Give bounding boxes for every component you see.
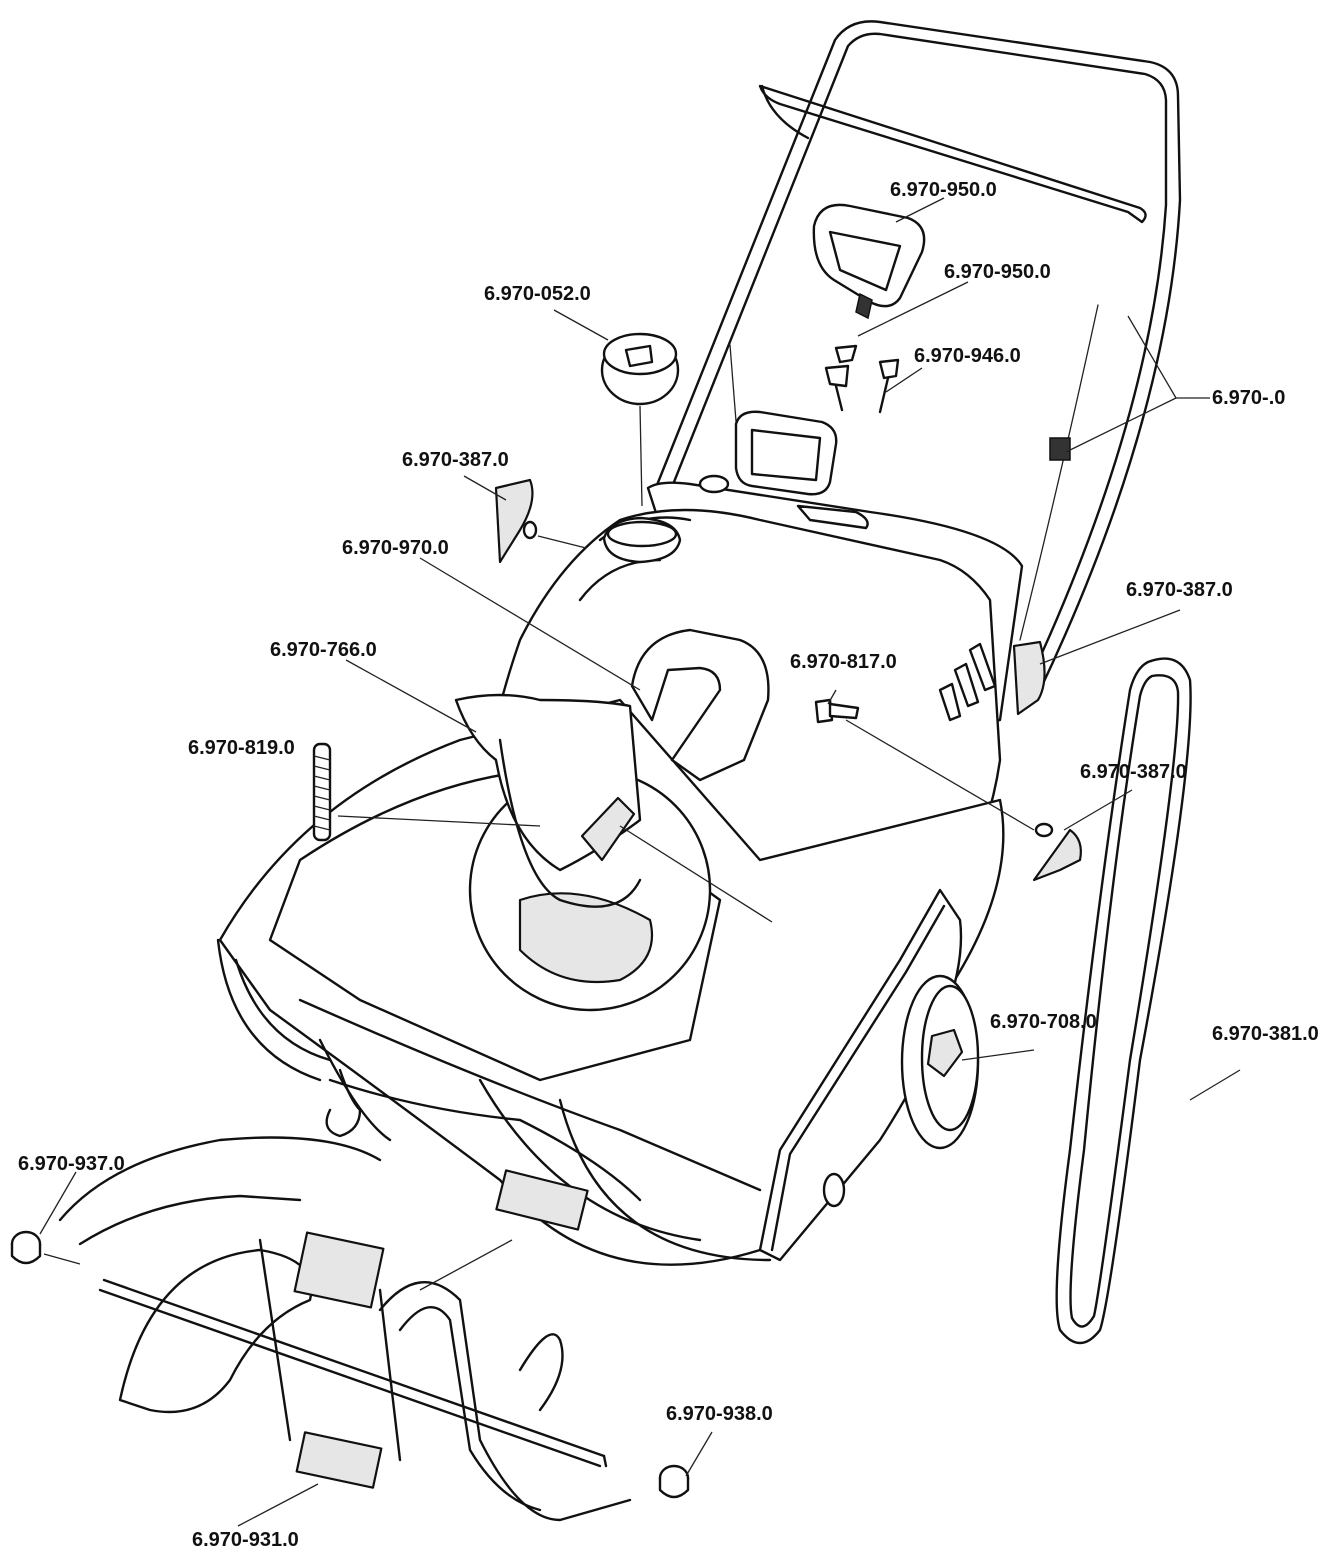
vent-slots [938, 642, 997, 722]
bolt-part-right [878, 358, 900, 414]
spring-part [312, 742, 332, 842]
bushing-part-right [658, 1464, 690, 1499]
belt-part [1055, 657, 1192, 1345]
part-label-chute: 6.970-766.0 [270, 639, 377, 661]
part-label-bolt-center: 6.970-817.0 [790, 651, 897, 673]
part-label-bushing-left: 6.970-937.0 [18, 1153, 125, 1175]
wheel [900, 974, 980, 1150]
part-label-auger: 6.970-931.0 [192, 1529, 299, 1551]
part-label-knob-right-top: 6.970-387.0 [1126, 579, 1233, 601]
part-label-handle-mid: 6.970-950.0 [944, 261, 1051, 283]
knob-part-right-bottom [1032, 822, 1082, 882]
part-label-cable: 6.970-.0 [1212, 387, 1286, 409]
grip-part [812, 203, 926, 320]
auger-paddle-bottom [295, 1431, 383, 1489]
handle-frame [653, 20, 1182, 692]
chute-knob [580, 796, 636, 862]
leader-lines [39, 197, 1241, 1527]
part-label-bushing-right: 6.970-938.0 [666, 1403, 773, 1425]
part-label-knob-left: 6.970-387.0 [402, 449, 509, 471]
chute-assembly [454, 628, 770, 1012]
part-label-knob-right-bottom: 6.970-387.0 [1080, 761, 1187, 783]
part-label-spring: 6.970-819.0 [188, 737, 295, 759]
scraper-plate [495, 1169, 589, 1231]
fuel-cap-part [600, 332, 680, 406]
part-label-wheel: 6.970-708.0 [990, 1011, 1097, 1033]
part-label-bolt-right: 6.970-946.0 [914, 345, 1021, 367]
bolt-part-left [824, 344, 858, 412]
part-label-cap: 6.970-052.0 [484, 283, 591, 305]
part-label-belt: 6.970-381.0 [1212, 1023, 1319, 1045]
part-label-chute-crank: 6.970-970.0 [342, 537, 449, 559]
cable-clip [1049, 437, 1071, 461]
bolt-part-center [814, 698, 860, 724]
knob-part-right-top [1012, 640, 1046, 716]
knob-part-left [494, 478, 538, 564]
auger-paddle-top [293, 1231, 385, 1309]
part-label-handle-top: 6.970-950.0 [890, 179, 997, 201]
bushing-part-left [10, 1230, 42, 1265]
auger-part [58, 1136, 632, 1522]
